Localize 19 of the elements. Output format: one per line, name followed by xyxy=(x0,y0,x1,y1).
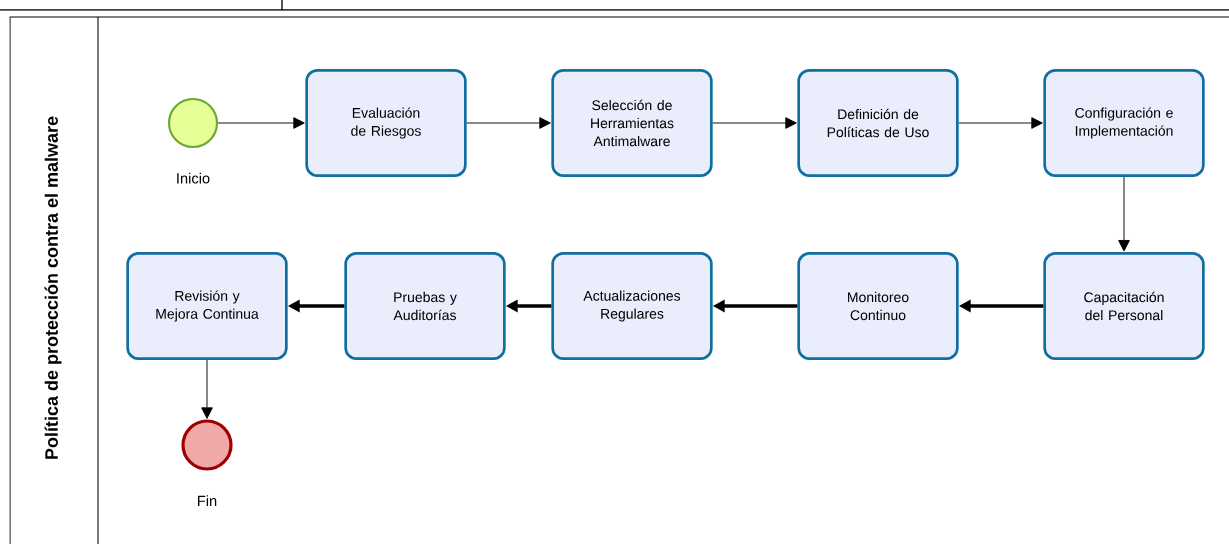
task-box: Monitoreo Continuo xyxy=(797,252,959,360)
arrow xyxy=(466,117,551,129)
task-box: Configuración e Implementación xyxy=(1043,69,1205,177)
task-box: Selección de Herramientas Antimalware xyxy=(551,69,713,177)
arrow xyxy=(958,117,1043,129)
end-event-circle xyxy=(181,419,233,471)
task-box: Definición de Políticas de Uso xyxy=(797,69,959,177)
arrow xyxy=(201,359,213,419)
task-box: Evaluación de Riesgos xyxy=(305,69,467,177)
arrow xyxy=(217,117,305,129)
event-label: Inicio xyxy=(177,172,210,184)
arrow xyxy=(1118,176,1130,252)
task-box: Revisión y Mejora Continua xyxy=(126,252,288,360)
task-box: Pruebas y Auditorías xyxy=(344,252,506,360)
task-box: Capacitación del Personal xyxy=(1043,252,1205,360)
task-box: Actualizaciones Regulares xyxy=(551,252,713,360)
event-label: Fin xyxy=(198,495,217,506)
arrow xyxy=(712,117,797,129)
start-event-circle xyxy=(167,97,219,149)
